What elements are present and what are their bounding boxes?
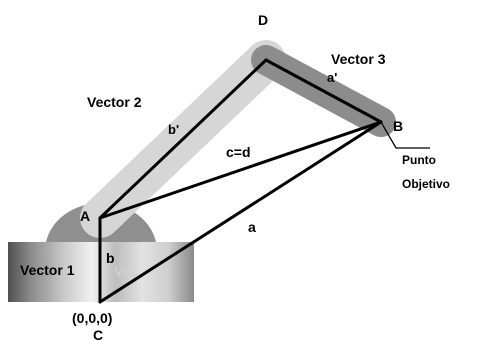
label-side-a: a — [248, 219, 256, 235]
line-c-b — [98, 120, 383, 304]
label-point-c: C — [93, 327, 103, 341]
label-vector-3: Vector 3 — [331, 51, 386, 67]
label-side-b: b — [106, 250, 115, 266]
label-objetivo: Objetivo — [402, 177, 450, 191]
line-a-d — [98, 58, 268, 220]
label-a-prime: a' — [327, 70, 337, 85]
label-b-prime: b' — [168, 122, 179, 137]
label-vector-1-ghost: Vec — [114, 263, 138, 279]
label-point-a: A — [80, 208, 90, 224]
target-leader-line — [380, 121, 430, 149]
label-punto: Punto — [402, 153, 436, 167]
label-c-equals-d: c=d — [226, 144, 251, 160]
vector-lines — [98, 58, 383, 304]
label-point-b: B — [393, 118, 403, 134]
label-point-d: D — [258, 12, 268, 28]
line-d-b — [264, 58, 383, 124]
line-a-b — [98, 120, 383, 220]
label-origin: (0,0,0) — [72, 310, 112, 326]
label-vector-2: Vector 2 — [87, 94, 142, 110]
label-vector-1: Vector 1 — [20, 262, 75, 278]
